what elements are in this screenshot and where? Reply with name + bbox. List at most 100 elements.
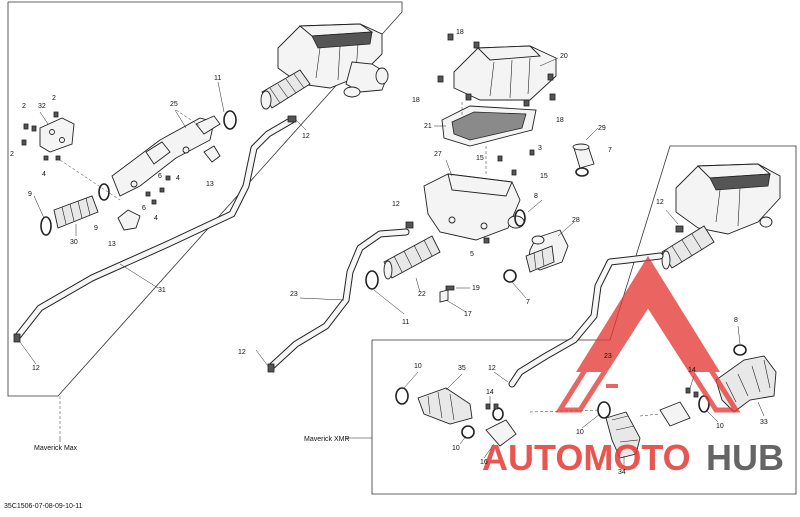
callout: 14 [688,367,696,374]
callout: 12 [238,349,246,356]
callout: 19 [472,285,480,292]
variant-label-max: Maverick Max [34,445,78,452]
callout: 3 [538,145,542,152]
callout: 12 [656,199,664,206]
fitting-19-17 [439,285,455,303]
callout: 18 [456,29,464,36]
callout: 18 [556,117,564,124]
hose-23-xmr [508,252,664,388]
clamp-8a [514,209,526,227]
airbox-cover-20 [453,45,557,101]
clamp-10b [461,425,475,439]
duct-33 [715,355,777,413]
clip-5 [483,237,490,244]
watermark-logo [555,256,741,413]
callout: 13 [108,241,116,248]
callout: 8 [534,193,538,200]
clamps-14-left [485,403,499,410]
callout: 2 [22,103,26,110]
callout: 12 [488,365,496,372]
clamp-7a [575,167,589,177]
intake-boot-xmr [661,225,715,270]
elbow-34 [605,411,641,459]
clip-12-center [405,221,414,229]
air-filter-21 [441,105,537,147]
clamp-8b [733,344,747,356]
hose-clip-12-center [267,363,275,373]
duct-30 [53,195,99,229]
clamp-7b [503,269,517,283]
callout: 5 [470,251,474,258]
clamp-10d [698,395,710,413]
flex-duct-28 [525,245,555,273]
leaders-center [255,57,599,367]
callout: 23 [604,353,612,360]
duct-35 [417,387,473,425]
callout: 23 [290,291,298,298]
clamp-10a [395,387,409,405]
leaders-max [19,81,307,442]
callout: 4 [176,175,180,182]
callout: 22 [418,291,426,298]
callout: 8 [734,317,738,324]
callout: 9 [28,191,32,198]
callout: 17 [464,311,472,318]
watermark-text-hub: HUB [706,437,784,478]
callout: 2 [10,151,14,158]
callout: 2 [52,95,56,102]
callout: 12 [302,133,310,140]
gasket-13b [203,145,221,163]
frame-maverick-max [7,1,403,397]
intake-boot-22 [383,235,441,280]
document-code: 35C1506-07-08-09-10-11 [4,503,83,510]
clamp-11-center [365,270,379,290]
callout: 29 [598,125,606,132]
callout: 15 [476,155,484,162]
callout: 16 [480,459,488,466]
callout: 10 [576,429,584,436]
mount-plate-32 [39,117,75,153]
airbox-base-27 [423,173,525,241]
callout: 10 [716,423,724,430]
hose-clip-12-max [13,115,297,343]
watermark-text-automoto: AUTOMOTO [482,437,691,478]
callout: 33 [760,419,768,426]
clips-18 [437,33,556,107]
callout: 35 [458,365,466,372]
variant-label-xmr: Maverick XMR [304,436,350,443]
hose-31 [14,116,296,340]
bolts-2-4-max [21,111,171,205]
bracket-25 [111,115,221,197]
callout: 11 [214,75,221,82]
gasket-13a [117,209,141,231]
callout: 28 [572,217,580,224]
airbox-xmr [675,163,781,235]
clamp-9a [40,216,52,236]
clamp-9b [98,183,110,201]
callout: 4 [154,215,158,222]
callout: 6 [142,205,146,212]
callout: 7 [608,147,612,154]
callout: 10 [414,363,422,370]
airbox-max [277,23,389,98]
callout: 31 [158,287,166,294]
breather-29 [572,143,595,169]
callout: 9 [94,225,98,232]
callout: 25 [170,101,178,108]
callout: 21 [424,123,432,130]
callout: 32 [38,103,46,110]
callout: 4 [42,171,46,178]
hose-23-center [268,228,410,370]
callout: 13 [206,181,214,188]
callout-labels: 2 32 2 2 4 25 11 12 6 4 6 4 13 9 9 30 13… [10,29,768,476]
clip-12-xmr [675,225,684,233]
clamp-10c [597,401,611,419]
callout: 30 [70,239,78,246]
callout: 15 [540,173,548,180]
callout: 10 [452,445,460,452]
callout: 34 [618,469,626,476]
callout: 12 [392,201,400,208]
callout: 6 [158,173,162,180]
bolts-3-15 [497,149,535,176]
